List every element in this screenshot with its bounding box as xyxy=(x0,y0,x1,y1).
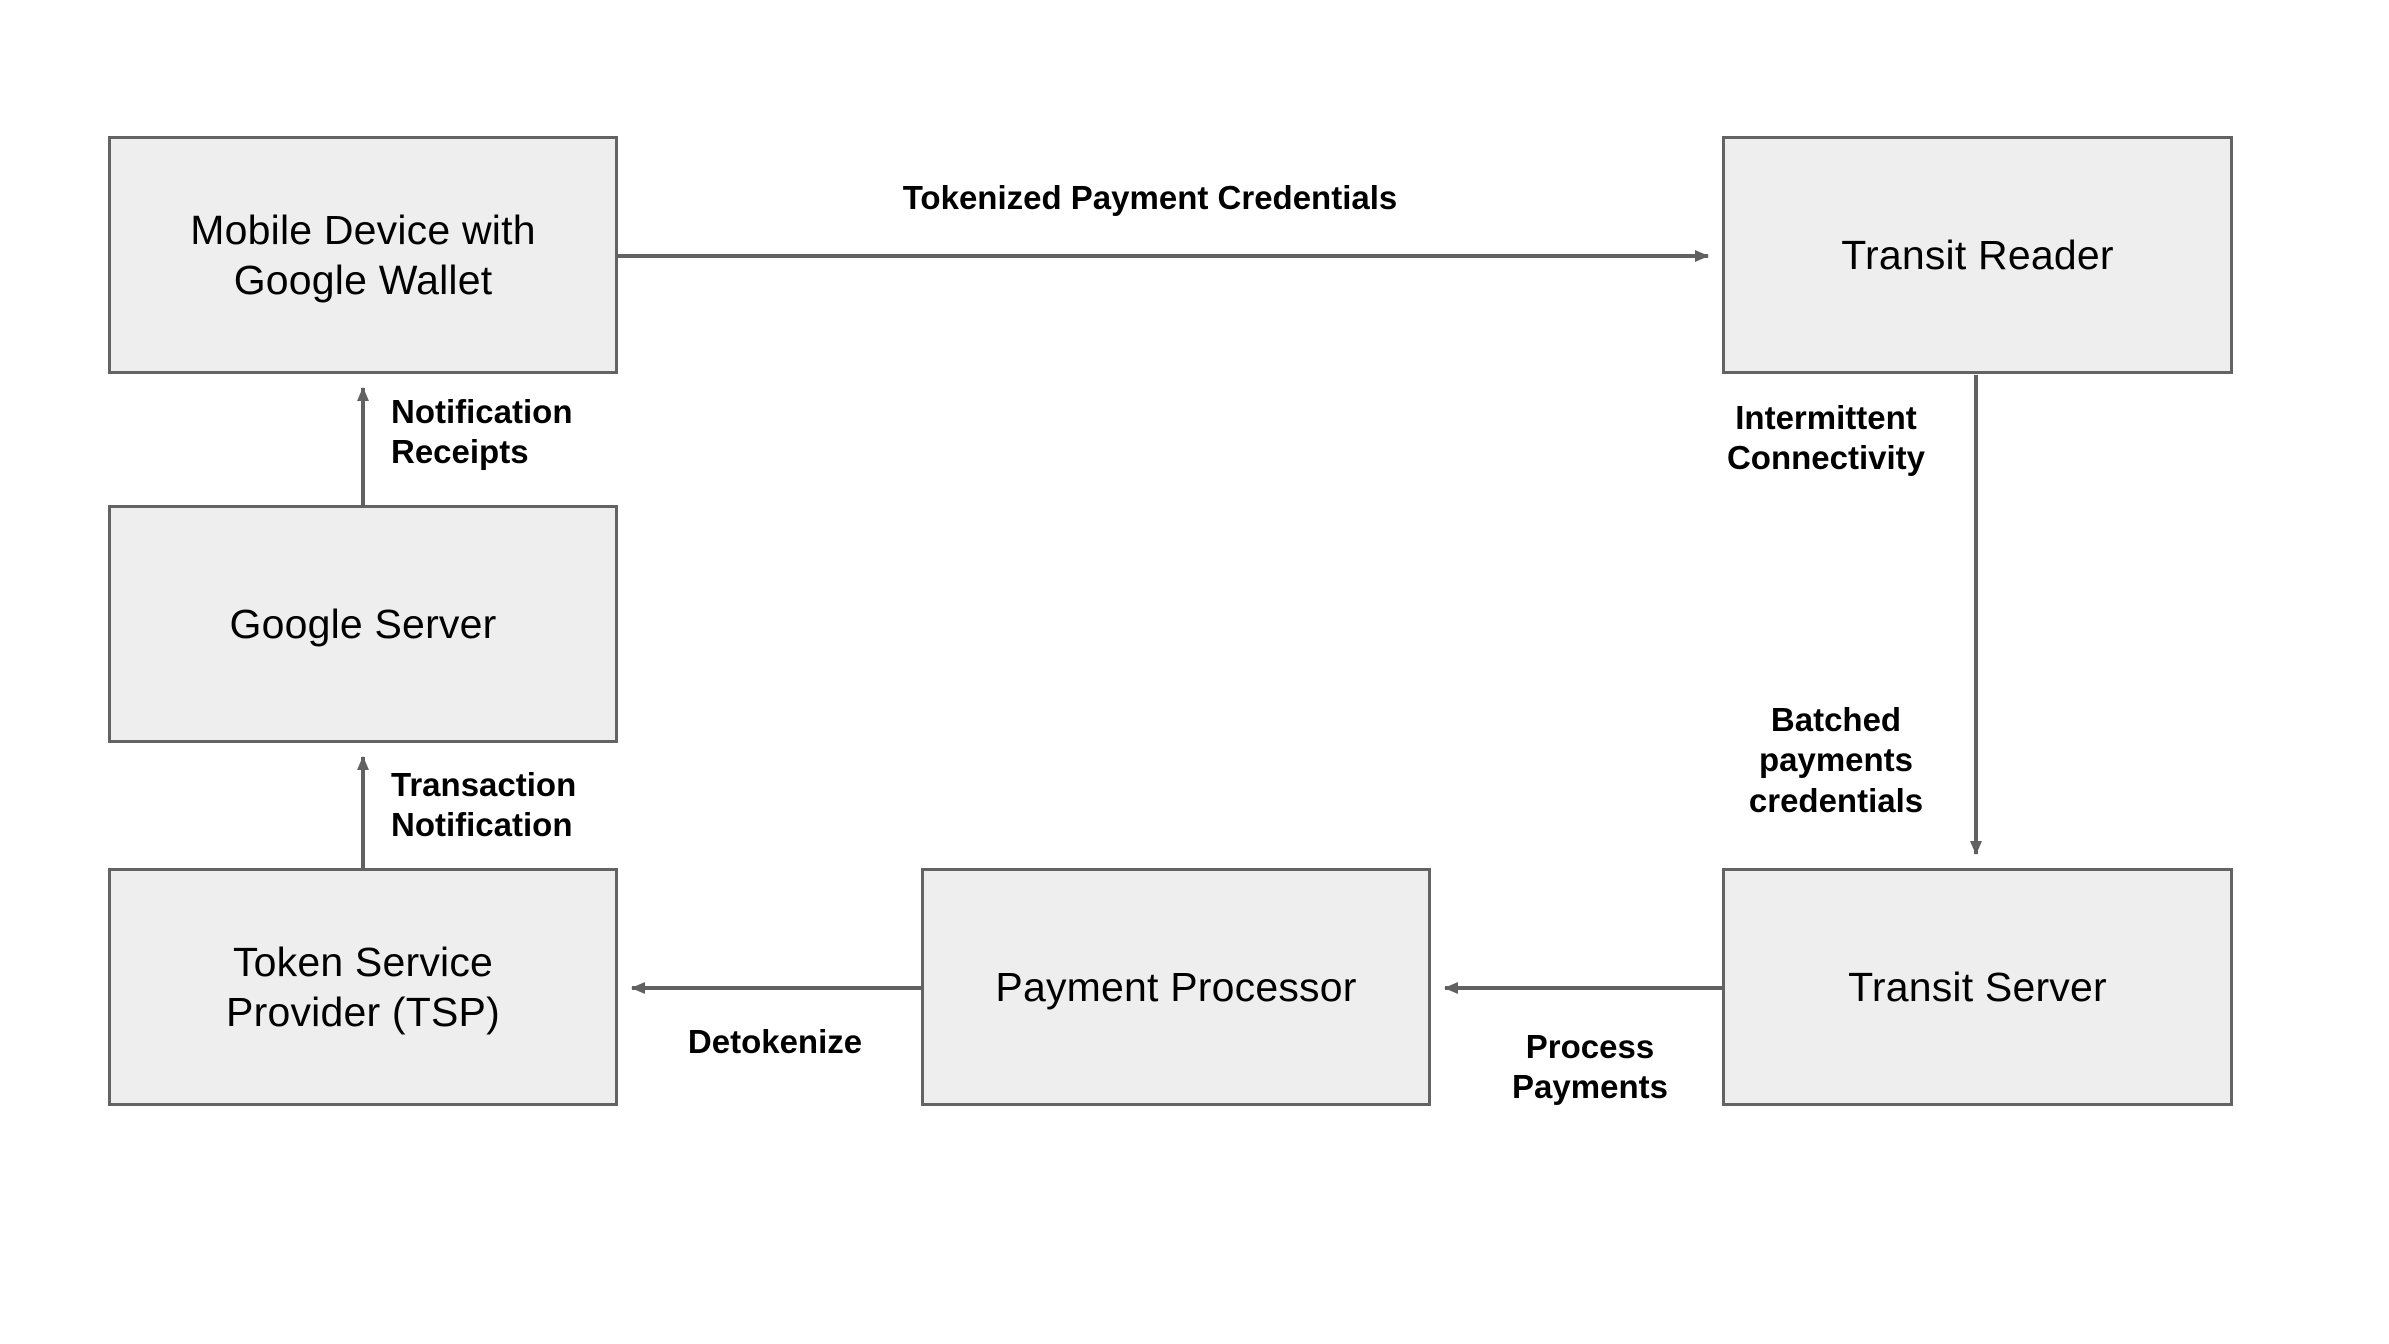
edge-label-intermittent-connectivity: Intermittent Connectivity xyxy=(1726,399,1926,477)
node-payment-processor-label: Payment Processor xyxy=(995,963,1357,1010)
node-google-server[interactable]: Google Server xyxy=(108,505,618,743)
edge-label-process-payments: Process Payments xyxy=(1512,1028,1668,1106)
edge-label-transaction-notification: Transaction Notification xyxy=(391,766,577,844)
edge-label-tokenized-payment-credentials: Tokenized Payment Credentials xyxy=(902,179,1398,216)
edge-label-notification-receipts: Notification Receipts xyxy=(391,393,573,471)
node-mobile-device[interactable]: Mobile Device with Google Wallet xyxy=(108,136,618,374)
node-token-service-provider-label: Token Service Provider (TSP) xyxy=(226,938,500,1035)
node-transit-server-label: Transit Server xyxy=(1848,963,2107,1010)
node-transit-reader-label: Transit Reader xyxy=(1841,231,2114,278)
node-google-server-label: Google Server xyxy=(229,600,497,647)
node-transit-reader[interactable]: Transit Reader xyxy=(1722,136,2233,374)
edge-label-batched-payments-credentials: Batched payments credentials xyxy=(1748,701,1924,819)
node-payment-processor[interactable]: Payment Processor xyxy=(921,868,1431,1106)
node-token-service-provider[interactable]: Token Service Provider (TSP) xyxy=(108,868,618,1106)
edge-label-detokenize: Detokenize xyxy=(687,1023,863,1060)
node-mobile-device-label: Mobile Device with Google Wallet xyxy=(190,206,536,303)
node-transit-server[interactable]: Transit Server xyxy=(1722,868,2233,1106)
